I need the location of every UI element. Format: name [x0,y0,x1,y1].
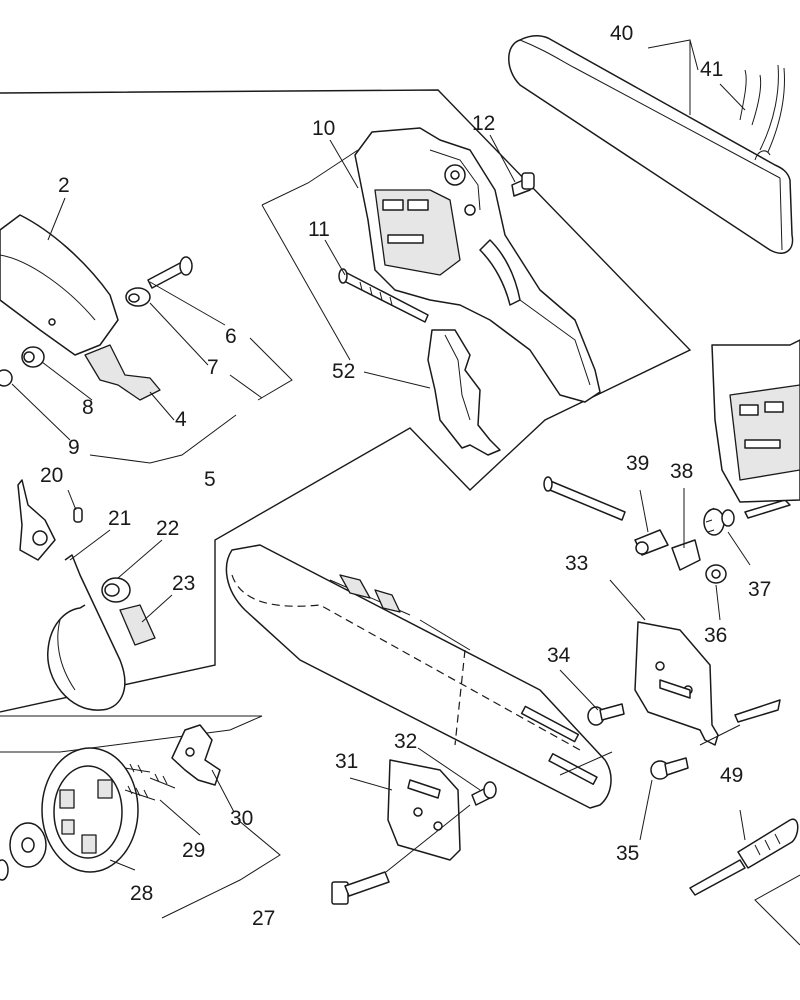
bushing-8-part [21,346,45,368]
bushing-9-part [0,369,13,387]
pin-20-part [73,507,83,523]
label-part-4: 4 [175,408,187,431]
label-part-33: 33 [565,552,588,575]
washer-36-part [705,564,727,584]
bushing-7-part [125,287,151,307]
label-part-32: 32 [394,730,417,753]
label-part-37: 37 [748,578,771,601]
label-part-20: 20 [40,464,63,487]
arrow-indicator-lower [734,699,781,723]
label-part-39: 39 [626,452,649,475]
label-part-2: 2 [58,174,70,197]
label-part-31: 31 [335,750,358,773]
right-housing-part [711,339,800,503]
sprocket-cover-part [354,127,601,403]
nut-38-part [671,539,701,571]
chain-catcher-part [427,329,501,456]
label-part-40: 40 [610,22,633,45]
label-part-10: 10 [312,117,335,140]
arrow-indicator-upper [744,499,791,519]
washer-left-part [9,822,47,868]
label-part-6: 6 [225,325,237,348]
bolt-6-part [147,256,193,289]
nut-left-part [0,859,9,881]
label-part-21: 21 [108,507,131,530]
label-part-27: 27 [252,907,275,930]
label-part-12: 12 [472,112,495,135]
label-part-36: 36 [704,624,727,647]
bar-plate-31-part [387,759,461,861]
label-part-38: 38 [670,460,693,483]
label-part-11: 11 [308,218,330,241]
label-part-23: 23 [172,572,195,595]
label-part-5: 5 [204,468,216,491]
part-number-labels: 2 4 5 6 7 8 9 10 11 12 20 21 22 23 27 28… [40,22,771,930]
tab-4-part [84,344,161,401]
bar-plate-33-part [634,621,719,746]
brake-band-part [17,479,126,711]
bar-cover-part [508,35,794,254]
label-part-49: 49 [720,764,743,787]
leader-lines [11,39,751,919]
label-part-34: 34 [547,644,571,667]
bolt-11-part [338,268,429,323]
screw-35-part [650,757,689,780]
label-part-8: 8 [82,396,94,419]
screw-32-part [471,781,497,806]
label-part-29: 29 [182,839,205,862]
screwdriver-49-part [689,818,799,896]
label-part-52: 52 [332,360,355,383]
springs-29-part [124,763,176,801]
pad-23-part [119,604,156,646]
label-part-9: 9 [68,436,80,459]
clutch-shoe-part [171,724,221,786]
handle-guard-part [0,214,119,356]
gear-37-part [703,507,735,536]
bolt-plate-part [331,871,390,905]
collar-22-part [101,577,131,603]
corner-frame [754,874,800,946]
screw-12-part [511,172,535,197]
guide-bar-part [225,544,612,809]
label-part-41: 41 [700,58,723,81]
screw-34-part [587,703,625,726]
label-part-28: 28 [130,882,153,905]
label-part-35: 35 [616,842,639,865]
label-part-30: 30 [230,807,253,830]
label-part-7: 7 [207,356,219,379]
label-part-22: 22 [156,517,179,540]
clutch-drum-part [41,747,139,873]
tension-bolt-39-part [543,476,669,556]
